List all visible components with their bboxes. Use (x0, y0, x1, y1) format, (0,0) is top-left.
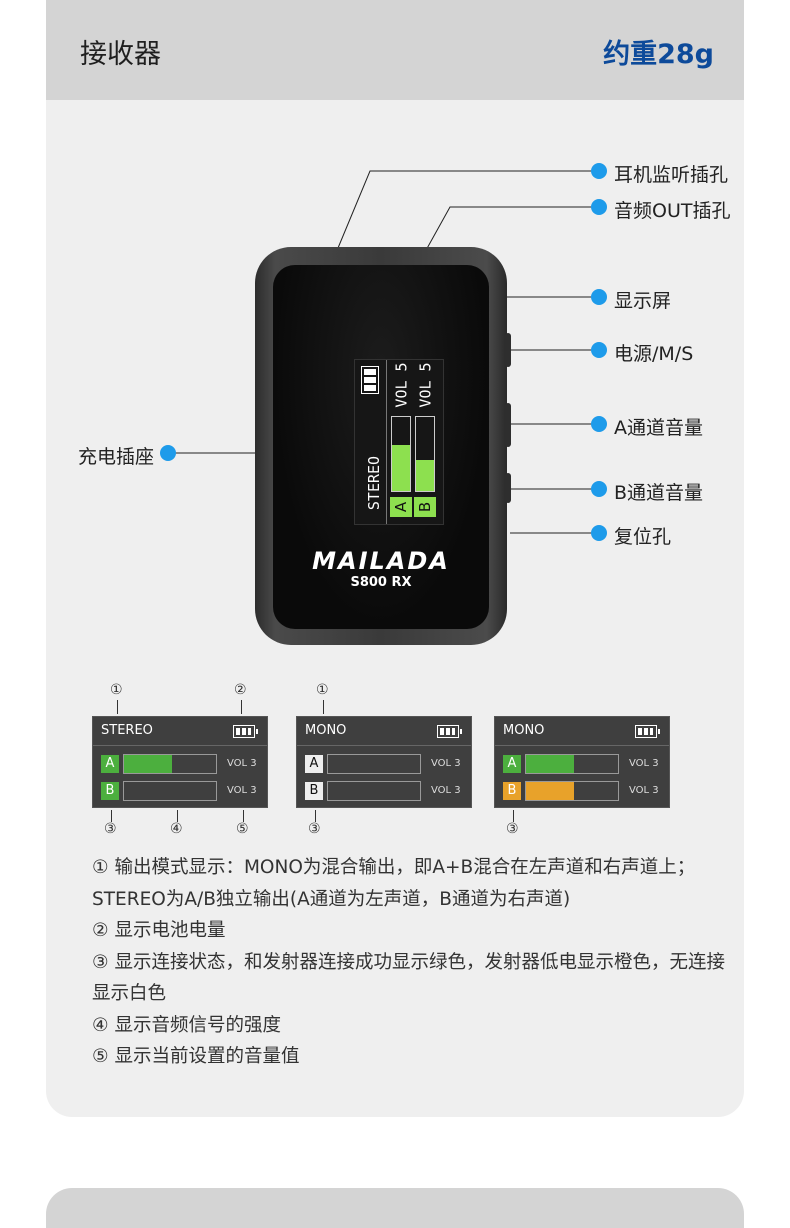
a-volume-button[interactable] (505, 403, 511, 447)
signal-bar-b (123, 781, 217, 801)
screen-vol-a: VOL 5 (392, 362, 411, 408)
callout-headphone-jack: 耳机监听插孔 (614, 164, 729, 186)
note-3: ③ 显示连接状态，和发射器连接成功显示绿色，发射器低电显示橙色，无连接显示白色 (92, 951, 725, 1005)
notes: ① 输出模式显示：MONO为混合输出，即A+B混合在左声道和右声道上；STERE… (92, 852, 732, 1073)
screen-ch-b: B (414, 497, 436, 517)
leader-lines (174, 170, 596, 534)
marker-3: ③ (506, 821, 519, 837)
signal-bar-a (327, 754, 421, 774)
brand-logo: MAILADA (312, 547, 450, 575)
card-title: 接收器 (80, 39, 161, 70)
screen-header: MONO (297, 717, 471, 746)
weight-label: 约重28g (603, 39, 714, 70)
screen-header: MONO (495, 717, 669, 746)
screen-mode: STEREO (365, 455, 384, 511)
callout-audio-out: 音频OUT插孔 (614, 200, 731, 222)
marker-5: ⑤ (236, 821, 249, 837)
signal-bar-b (525, 781, 619, 801)
channel-a-indicator: A (305, 755, 323, 773)
screen-divider (386, 360, 387, 524)
volume-b: VOL 3 (227, 785, 257, 796)
callout-dot (591, 163, 607, 179)
arrow-up (315, 810, 316, 822)
callout-charging: 充电插座 (78, 446, 155, 468)
arrow-down (323, 700, 324, 714)
callout-dot (591, 289, 607, 305)
battery-icon (635, 725, 660, 738)
volume-a: VOL 3 (227, 758, 257, 769)
callout-a-volume: A通道音量 (614, 417, 703, 439)
battery-icon (437, 725, 462, 738)
marker-3: ③ (104, 821, 117, 837)
marker-4: ④ (170, 821, 183, 837)
level-bar-b (416, 459, 434, 491)
callout-dot (591, 199, 607, 215)
callout-dot (160, 445, 176, 461)
arrow-up (243, 810, 244, 822)
arrow-down (241, 700, 242, 714)
model-label: S800 RX (350, 575, 412, 590)
signal-bar-a (123, 754, 217, 774)
receiver-card: 接收器 约重28g 耳机监听插孔 音频OUT插孔 显示屏 电源/M/S A通道音… (46, 0, 744, 1117)
screen-example-1: STEREO A VOL 3 B VOL 3 (92, 716, 268, 808)
callout-dot (591, 481, 607, 497)
channel-b-indicator: B (305, 782, 323, 800)
channel-b-indicator: B (101, 782, 119, 800)
next-card (46, 1188, 744, 1228)
level-frame-b (415, 416, 435, 492)
signal-bar-b (327, 781, 421, 801)
battery-icon (233, 725, 258, 738)
screen-mode: STEREO (101, 723, 153, 738)
device-face: STEREO VOL 5 VOL 5 A B MAILADA S800 RX (273, 265, 489, 629)
receiver-device: STEREO VOL 5 VOL 5 A B MAILADA S800 RX (255, 247, 511, 645)
level-frame-a (391, 416, 411, 492)
callout-display: 显示屏 (614, 290, 672, 312)
callout-dot (591, 525, 607, 541)
screen-example-2: MONO A VOL 3 B VOL 3 (296, 716, 472, 808)
screen-vol-b: VOL 5 (416, 362, 435, 408)
callout-b-volume: B通道音量 (614, 482, 704, 504)
channel-b-indicator: B (503, 782, 521, 800)
volume-b: VOL 3 (629, 785, 659, 796)
note-1: ① 输出模式显示：MONO为混合输出，即A+B混合在左声道和右声道上；STERE… (92, 857, 696, 910)
screen-mode: MONO (305, 723, 347, 738)
channel-a-indicator: A (503, 755, 521, 773)
arrow-up (177, 810, 178, 822)
card-header: 接收器 约重28g (46, 0, 744, 100)
note-2: ② 显示电池电量 (92, 920, 226, 941)
note-5: ⑤ 显示当前设置的音量值 (92, 1046, 300, 1067)
screen-mode: MONO (503, 723, 545, 738)
note-4: ④ 显示音频信号的强度 (92, 1014, 281, 1036)
volume-a: VOL 3 (629, 758, 659, 769)
b-volume-button[interactable] (505, 473, 511, 503)
screen-header: STEREO (93, 717, 267, 746)
screen-ch-a: A (390, 497, 412, 517)
volume-b: VOL 3 (431, 785, 461, 796)
power-button[interactable] (505, 333, 511, 367)
arrow-up (111, 810, 112, 822)
battery-icon (361, 366, 379, 394)
level-bar-a (392, 445, 410, 491)
callout-dot (591, 342, 607, 358)
marker-1: ① (316, 682, 329, 698)
callout-reset: 复位孔 (614, 526, 672, 548)
callout-power: 电源/M/S (614, 343, 694, 365)
marker-1: ① (110, 682, 123, 698)
signal-bar-a (525, 754, 619, 774)
arrow-up (513, 810, 514, 822)
channel-a-indicator: A (101, 755, 119, 773)
arrow-down (117, 700, 118, 714)
volume-a: VOL 3 (431, 758, 461, 769)
screen-example-3: MONO A VOL 3 B VOL 3 (494, 716, 670, 808)
marker-2: ② (234, 682, 247, 698)
callout-dot (591, 416, 607, 432)
device-screen: STEREO VOL 5 VOL 5 A B (354, 359, 444, 525)
marker-3: ③ (308, 821, 321, 837)
